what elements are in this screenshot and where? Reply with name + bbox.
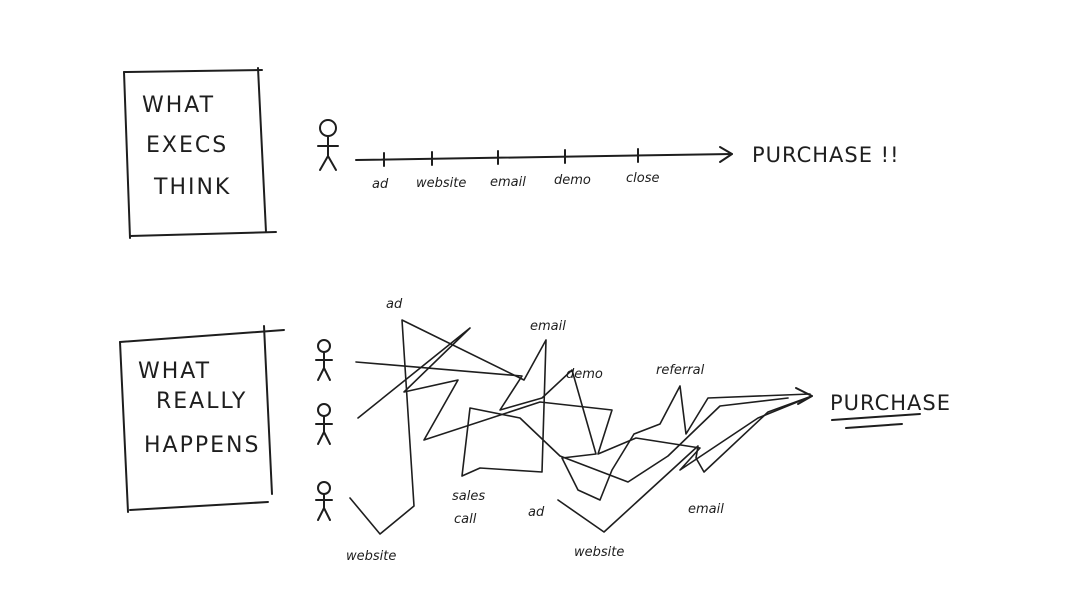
step-demo-label: demo <box>554 173 591 188</box>
messy-journey-lines <box>349 319 813 535</box>
stick-figure-icon <box>317 119 339 171</box>
touchpoint-email-label: email <box>530 319 566 334</box>
touchpoint-website-2-label: website <box>574 545 624 560</box>
reality-box-line-3: HAPPENS <box>144 433 260 458</box>
touchpoint-website-label: website <box>346 549 396 564</box>
purchase-underline <box>831 413 921 429</box>
touchpoint-ad-label: ad <box>386 297 403 312</box>
purchase-label-bottom: PURCHASE <box>830 391 951 415</box>
execs-box <box>123 67 277 239</box>
touchpoint-call-label: call <box>454 512 477 527</box>
purchase-label-top: PURCHASE !! <box>752 143 900 167</box>
step-website-label: website <box>416 176 466 191</box>
execs-box-line-2: EXECS <box>146 133 228 158</box>
execs-box-line-3: THINK <box>153 175 231 200</box>
stick-figure-icon <box>315 481 333 521</box>
stick-figure-icon <box>315 403 333 445</box>
reality-box <box>119 325 285 513</box>
reality-box-line-1: WHAT <box>138 359 211 384</box>
touchpoint-referral-label: referral <box>656 363 705 378</box>
touchpoint-email-2-label: email <box>688 502 724 517</box>
touchpoint-ad-2-label: ad <box>528 505 545 520</box>
linear-journey-line <box>355 146 733 167</box>
step-close-label: close <box>626 171 659 186</box>
execs-box-line-1: WHAT <box>142 93 215 118</box>
step-ad-label: ad <box>372 177 389 192</box>
touchpoint-demo-label: demo <box>566 367 603 382</box>
stick-figure-icon <box>315 339 333 381</box>
step-email-label: email <box>490 175 526 190</box>
reality-box-line-2: REALLY <box>156 389 247 414</box>
touchpoint-sales-label: sales <box>452 489 485 504</box>
